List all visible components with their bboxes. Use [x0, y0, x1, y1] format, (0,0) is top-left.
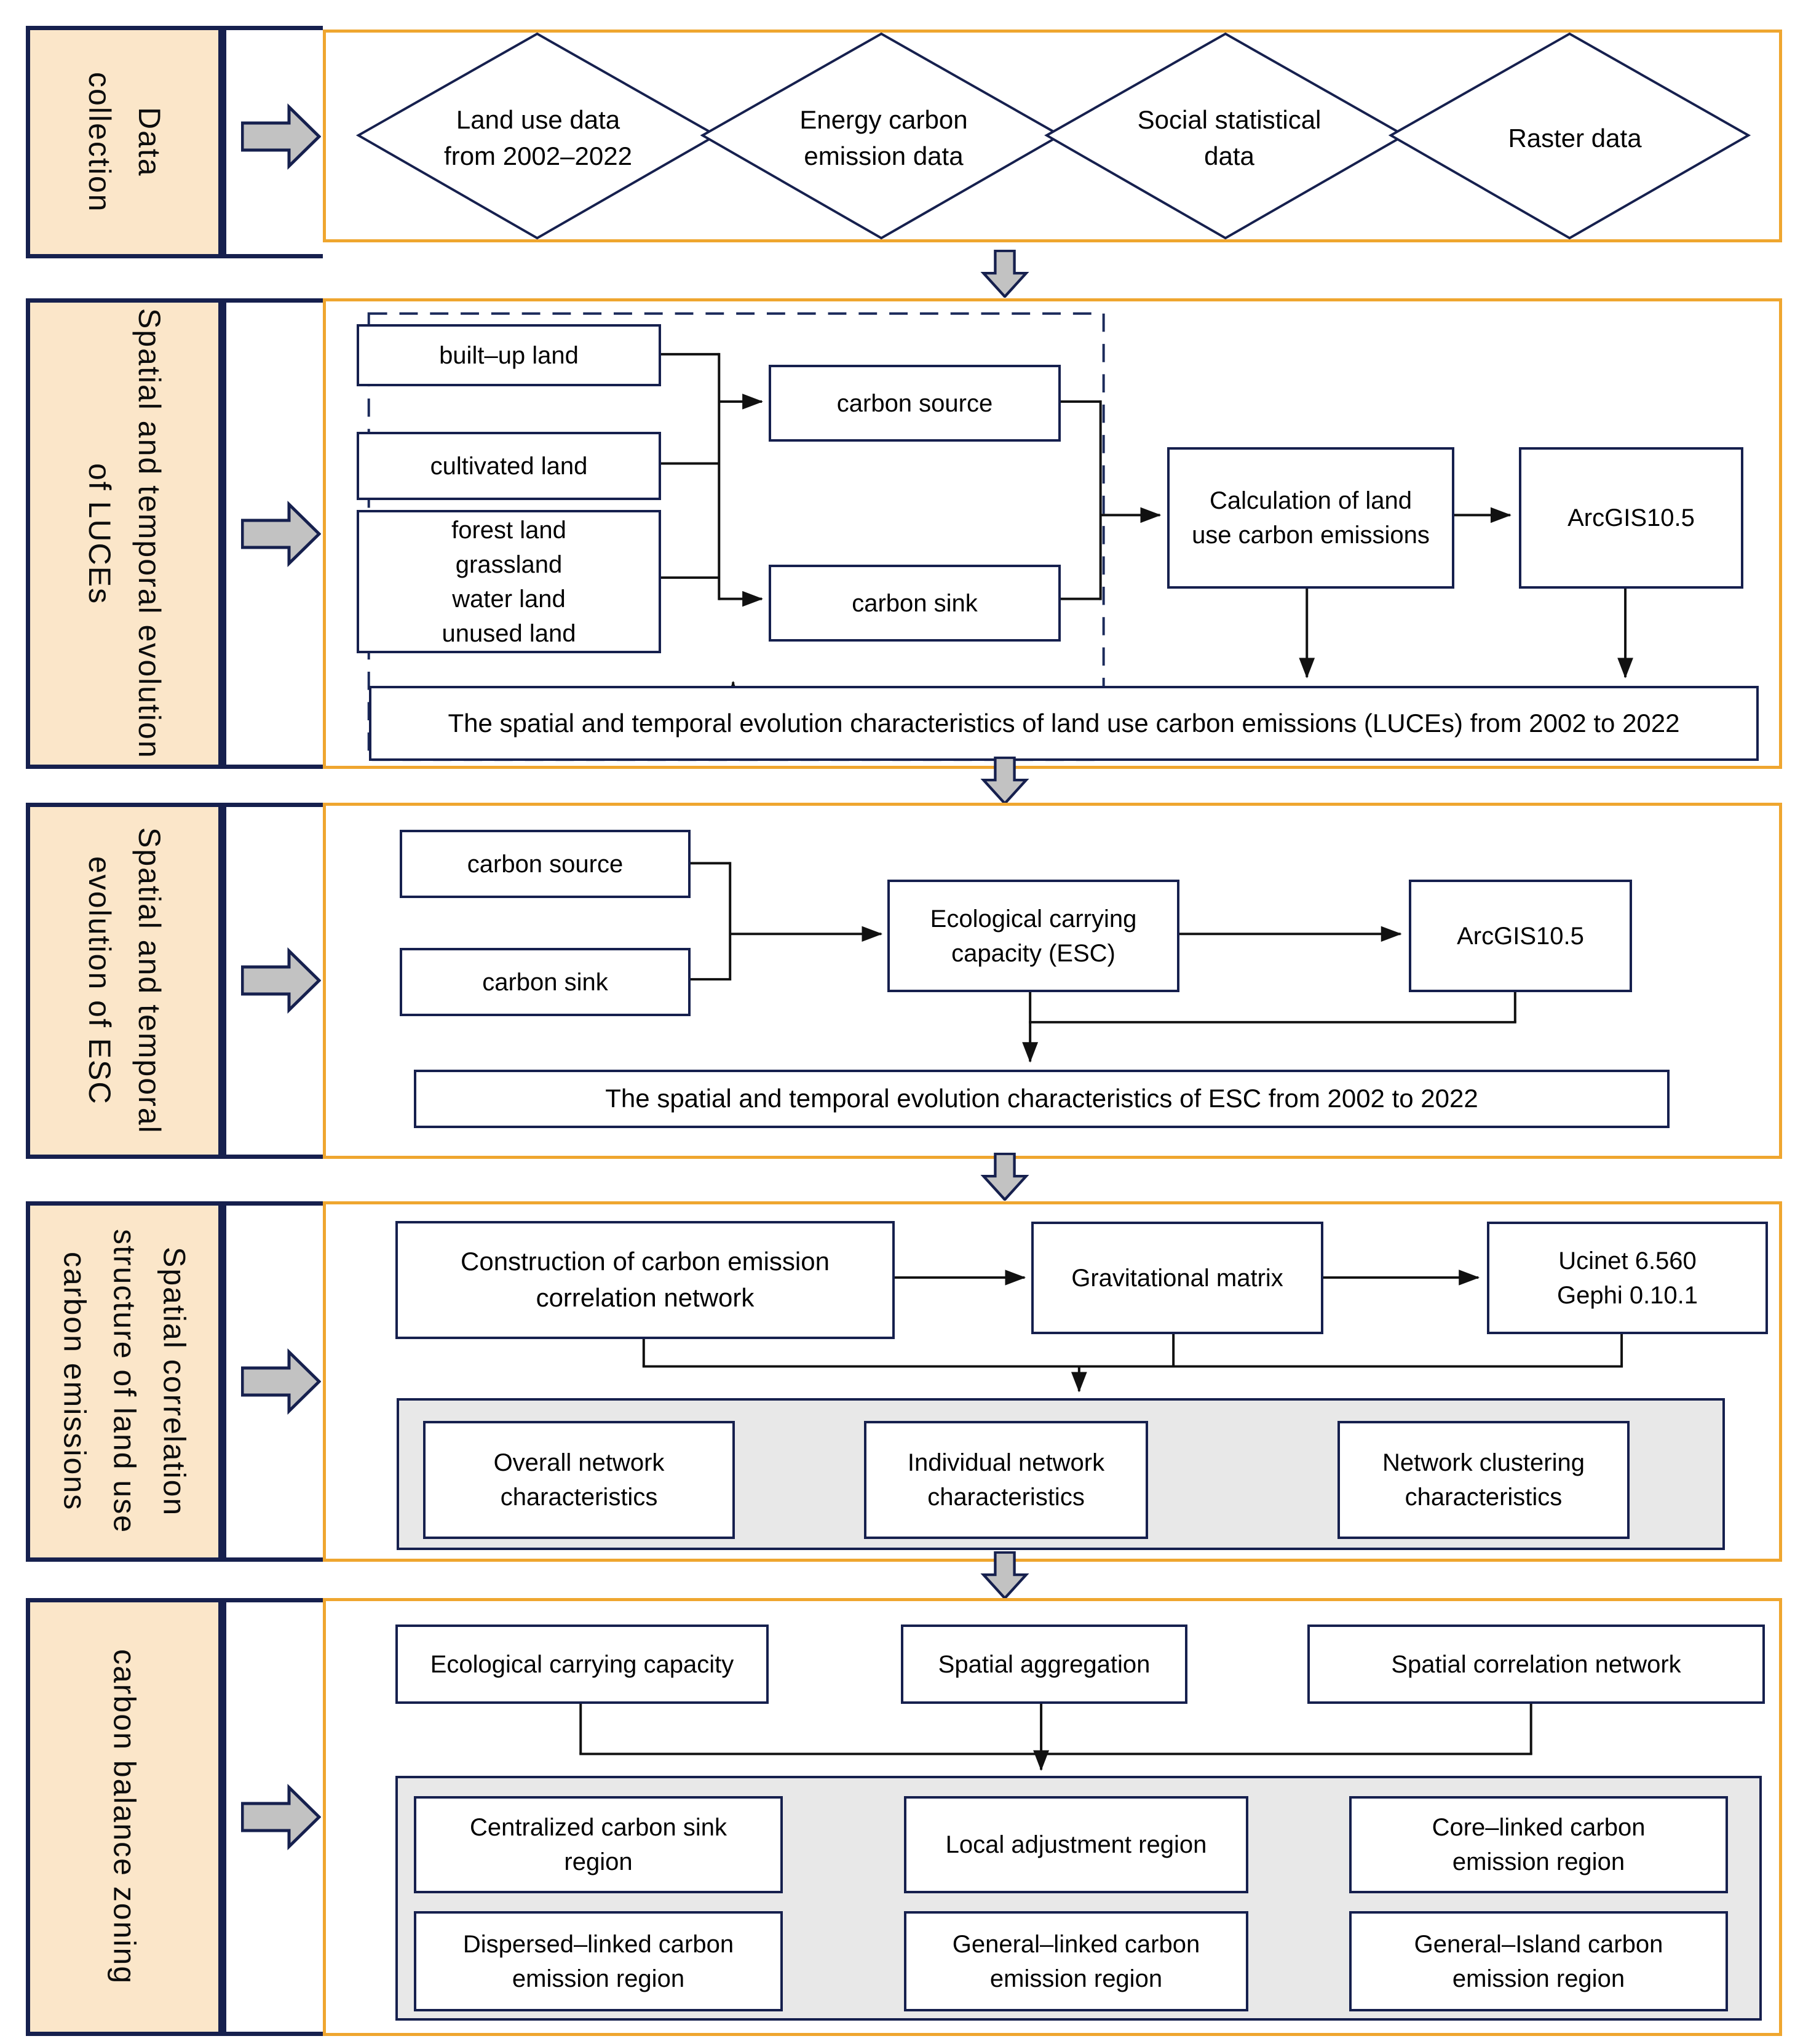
- box-gravitational-matrix: Gravitational matrix: [1031, 1222, 1323, 1334]
- panel-esc: carbon source carbon sink Ecological car…: [323, 803, 1782, 1159]
- panel-luces: built–up land cultivated land forest lan…: [323, 298, 1782, 769]
- section3-right-arrow-icon: [241, 947, 321, 1014]
- box-spatial-aggregation: Spatial aggregation: [901, 1624, 1187, 1704]
- box-built-up-land: built–up land: [357, 324, 661, 386]
- section-label-spatial-correlation: Spatial correlation structure of land us…: [26, 1201, 226, 1562]
- box-local-adjustment: Local adjustment region: [904, 1796, 1248, 1893]
- box-arcgis-luce: ArcGIS10.5: [1519, 447, 1743, 589]
- box-forest-group: forest land grassland water land unused …: [357, 510, 661, 653]
- down-arrow-1-icon: [980, 250, 1029, 298]
- panel-carbon-balance-zoning: Ecological carrying capacity Spatial agg…: [323, 1598, 1782, 2036]
- box-construction-network: Construction of carbon emission correlat…: [395, 1221, 895, 1339]
- down-arrow-4-icon: [980, 1551, 1029, 1599]
- box-esc-result: The spatial and temporal evolution chara…: [414, 1070, 1670, 1128]
- diamond-label-energy: Energy carbon emission data: [799, 105, 968, 170]
- box-carbon-sink: carbon sink: [769, 565, 1061, 642]
- section-label-carbon-balance-zoning: carbon balance zoning: [26, 1598, 226, 2036]
- section-label-luces: Spatial and temporal evolution of LUCEs: [26, 298, 226, 769]
- section-label-data-collection: Data collection: [26, 26, 226, 258]
- section2-right-arrow-icon: [241, 501, 321, 567]
- diamond-label-raster: Raster data: [1508, 123, 1642, 153]
- box-general-island: General–Island carbon emission region: [1349, 1911, 1728, 2011]
- panel-data-collection: Land use data from 2002–2022 Energy carb…: [323, 30, 1782, 242]
- box-spatial-correlation-network: Spatial correlation network: [1307, 1624, 1765, 1704]
- section5-right-arrow-icon: [241, 1784, 321, 1850]
- box-carbon-source: carbon source: [769, 365, 1061, 442]
- box-overall-network: Overall network characteristics: [423, 1421, 735, 1539]
- box-ucinet-gephi: Ucinet 6.560 Gephi 0.10.1: [1487, 1222, 1768, 1334]
- box-ecological-carrying-capacity: Ecological carrying capacity (ESC): [887, 880, 1179, 992]
- box-ecological-carrying-capacity-zoning: Ecological carrying capacity: [395, 1624, 769, 1704]
- diamond-label-land-use: Land use data from 2002–2022: [444, 105, 632, 170]
- box-calculation-luce: Calculation of land use carbon emissions: [1167, 447, 1454, 589]
- down-arrow-3-icon: [980, 1153, 1029, 1201]
- section1-right-arrow-icon: [241, 103, 321, 170]
- box-cultivated-land: cultivated land: [357, 432, 661, 500]
- box-carbon-source-esc: carbon source: [400, 830, 691, 898]
- diamond-label-social: Social statistical data: [1137, 105, 1322, 170]
- box-centralized-carbon-sink: Centralized carbon sink region: [414, 1796, 783, 1893]
- section4-right-arrow-icon: [241, 1348, 321, 1415]
- box-carbon-sink-esc: carbon sink: [400, 948, 691, 1016]
- zoning-lines: [579, 1702, 1532, 1772]
- box-luce-result: The spatial and temporal evolution chara…: [369, 686, 1759, 761]
- box-general-linked: General–linked carbon emission region: [904, 1911, 1248, 2011]
- box-individual-network: Individual network characteristics: [864, 1421, 1148, 1539]
- box-dispersed-linked: Dispersed–linked carbon emission region: [414, 1911, 783, 2011]
- box-core-linked: Core–linked carbon emission region: [1349, 1796, 1728, 1893]
- section-label-esc: Spatial and temporal evolution of ESC: [26, 803, 226, 1159]
- panel-spatial-correlation: Construction of carbon emission correlat…: [323, 1201, 1782, 1562]
- down-arrow-2-icon: [980, 757, 1029, 805]
- box-arcgis-esc: ArcGIS10.5: [1409, 880, 1632, 992]
- box-network-clustering: Network clustering characteristics: [1337, 1421, 1630, 1539]
